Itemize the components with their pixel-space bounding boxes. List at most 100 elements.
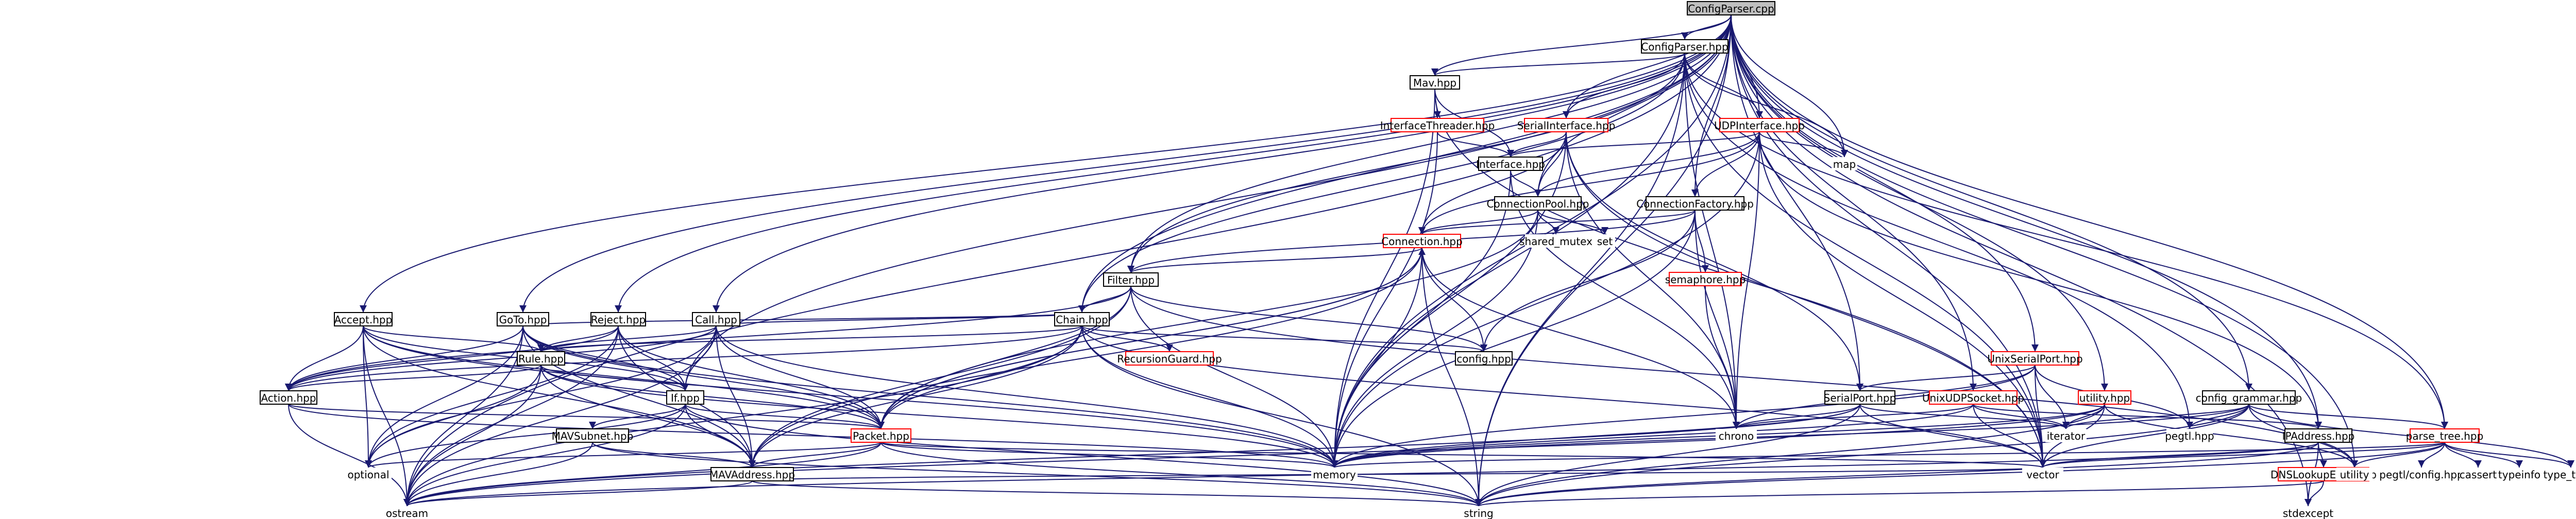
node-filter-hpp[interactable]: Filter.hpp [1103, 272, 1159, 287]
node-box [260, 390, 317, 405]
node-box [1824, 390, 1895, 405]
node-configparser-hpp[interactable]: ConfigParser.hpp [1641, 39, 1728, 54]
node-connectionpool-hpp[interactable]: ConnectionPool.hpp [1487, 196, 1589, 211]
node-box [334, 312, 393, 326]
node-label: Mav.hpp [1413, 77, 1456, 89]
node-utility-hpp[interactable]: utility.hpp [2078, 390, 2131, 405]
node-accept-hpp[interactable]: Accept.hpp [334, 312, 393, 326]
edge-chain-hpp-to-memory [1081, 325, 1338, 468]
edge-configparser-hpp-to-map [1684, 53, 1848, 158]
edge-configparser-cpp-to-utility [1731, 14, 2358, 468]
node-reject-hpp[interactable]: Reject.hpp [590, 312, 646, 326]
edge-connection-hpp-to-memory [1331, 247, 1422, 468]
edge-configparser-cpp-to-reject-hpp [615, 14, 1732, 313]
edge-configparser-cpp-to-call-hpp [713, 14, 1732, 313]
node-label: ostream [386, 507, 428, 519]
node-box [1391, 118, 1484, 132]
node-box [710, 467, 794, 481]
node-label: cassert [2460, 469, 2497, 481]
edge-interface-hpp-to-memory [1331, 170, 1511, 468]
node-packet-hpp[interactable]: Packet.hpp [851, 428, 911, 443]
node-configparser-cpp[interactable]: ConfigParser.cpp [1687, 1, 1775, 15]
node-udpinterface-hpp[interactable]: UDPInterface.hpp [1714, 118, 1805, 132]
edge-rule-hpp-to-packet-hpp [540, 365, 885, 429]
edge-connectionpool-hpp-to-memory [1331, 210, 1538, 468]
node-interface-hpp[interactable]: Interface.hpp [1476, 157, 1545, 171]
node-box [1311, 468, 1358, 481]
node-label: IPAddress.hpp [2282, 430, 2355, 442]
edge-filter-hpp-to-memory [1130, 286, 1338, 468]
edge-chain-hpp-to-string [1081, 325, 1482, 507]
node-label: SerialPort.hpp [1824, 392, 1896, 404]
node-action-hpp[interactable]: Action.hpp [260, 390, 317, 405]
node-label: type_traits [2544, 469, 2576, 481]
node-box [383, 506, 431, 519]
node-if-hpp[interactable]: If.hpp [666, 390, 704, 405]
node-label: Accept.hpp [334, 314, 393, 326]
edge-packet-hpp-to-string [880, 442, 1482, 507]
node-rule-hpp[interactable]: Rule.hpp [517, 351, 565, 366]
node-serialport-hpp[interactable]: SerialPort.hpp [1824, 390, 1896, 405]
edge-goto-hpp-to-ostream [403, 325, 523, 507]
node-box [1125, 351, 1214, 366]
edge-configparser-hpp-to-serialinterface-hpp [1563, 53, 1685, 119]
edge-call-hpp-to-memory [716, 325, 1338, 468]
node-unixserialport-hpp[interactable]: UnixSerialPort.hpp [1987, 351, 2083, 366]
node-box [1641, 39, 1728, 54]
edge-semaphore-hpp-to-chrono [1705, 285, 1740, 429]
node-box [2166, 429, 2213, 442]
node-box [2460, 468, 2496, 481]
node-label: ConnectionFactory.hpp [1636, 198, 1754, 210]
node-recursionguard-hpp[interactable]: RecursionGuard.hpp [1117, 351, 1222, 366]
node-semaphore-hpp[interactable]: semaphore.hpp [1665, 272, 1746, 286]
edge-config-grammar-hpp-to-iterator [2062, 404, 2249, 429]
edge-filter-hpp-to-chain-hpp [1078, 286, 1131, 313]
node-label: UDPInterface.hpp [1714, 119, 1805, 132]
node-chain-hpp[interactable]: Chain.hpp [1054, 312, 1110, 326]
node-call-hpp[interactable]: Call.hpp [692, 312, 740, 326]
node-box [666, 390, 704, 405]
edge-configparser-cpp-to-mav-hpp [1431, 14, 1732, 76]
node-interfacethreader-hpp[interactable]: InterfaceThreader.hpp [1380, 118, 1495, 132]
node-label: string [1464, 507, 1493, 519]
node-label: typeinfo [2498, 469, 2540, 481]
edge-configparser-cpp-to-config-grammar-hpp [1731, 14, 2252, 391]
node-config-hpp[interactable]: config.hpp [1455, 351, 1513, 366]
node-config-grammar-hpp[interactable]: config_grammar.hpp [2196, 390, 2302, 405]
node-label: SerialInterface.hpp [1517, 119, 1616, 132]
edge-unixserialport-hpp-to-iterator [2035, 365, 2070, 429]
node-unixudpsocket-hpp[interactable]: UnixUDPSocket.hpp [1922, 390, 2024, 405]
node-label: pegtl.hpp [2165, 430, 2214, 442]
node-box [2284, 428, 2352, 443]
edges [285, 14, 2574, 507]
edge-mavaddress-hpp-to-vector [752, 467, 2045, 481]
node-label: memory [1313, 469, 1356, 481]
edge-connectionfactory-hpp-to-config-hpp [1480, 210, 1696, 352]
node-connection-hpp[interactable]: Connection.hpp [1381, 234, 1463, 248]
edge-chain-hpp-to-packet-hpp [877, 325, 1082, 429]
node-serialinterface-hpp[interactable]: SerialInterface.hpp [1517, 118, 1616, 132]
edge-ipaddress-hpp-to-ostream [403, 442, 2319, 507]
node-box [1494, 196, 1582, 211]
node-box [497, 312, 549, 326]
node-box [2202, 390, 2296, 405]
node-ipaddress-hpp[interactable]: IPAddress.hpp [2282, 428, 2355, 443]
node-mav-hpp[interactable]: Mav.hpp [1410, 75, 1460, 90]
edge-mavaddress-hpp-to-ostream [403, 480, 753, 507]
node-label: stdexcept [2283, 507, 2333, 519]
node-cassert: cassert [2460, 468, 2497, 481]
edge-udpinterface-hpp-to-vector [1759, 131, 2046, 468]
node-connectionfactory-hpp[interactable]: ConnectionFactory.hpp [1636, 196, 1754, 211]
node-mavsubnet-hpp[interactable]: MAVSubnet.hpp [552, 428, 634, 443]
node-mavaddress-hpp[interactable]: MAVAddress.hpp [709, 467, 795, 481]
node-label: optional [347, 469, 389, 481]
edge-serialport-hpp-to-iterator [1859, 404, 2070, 429]
node-label: ConfigParser.hpp [1641, 41, 1728, 53]
edge-configparser-hpp-to-filter-hpp [1127, 53, 1685, 273]
edge-configparser-hpp-to-memory [1331, 53, 1685, 468]
edge-connection-hpp-to-config-hpp [1421, 247, 1487, 352]
node-goto-hpp[interactable]: GoTo.hpp [497, 312, 549, 326]
node-parse-tree-hpp[interactable]: parse_tree.hpp [2406, 428, 2484, 443]
node-label: ConnectionPool.hpp [1487, 198, 1589, 210]
edge-rule-hpp-to-action-hpp [285, 365, 541, 391]
